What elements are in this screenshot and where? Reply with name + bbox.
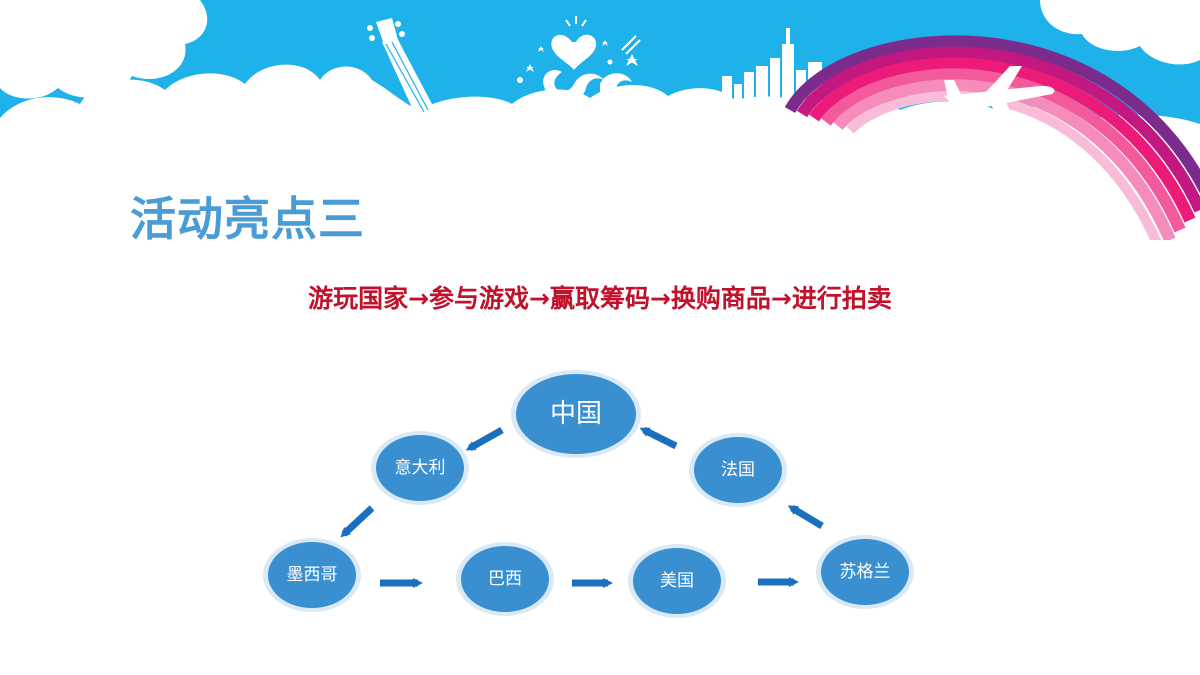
cloud-right [1040,0,1200,65]
node-circle [694,437,782,503]
node-label: 法国 [721,460,755,480]
arrow-scotland-to-france [787,504,824,530]
header-banner [0,0,1200,240]
node-circle [461,546,549,612]
guitar-icon [367,18,434,117]
node-circle [268,542,356,608]
node-circle [516,374,636,454]
arrow-china-to-italy [465,426,504,452]
arrow-france-to-china [639,426,678,450]
cloud-edge [0,64,1200,240]
node-circle [633,548,721,614]
heart-swirl-icon [517,16,641,102]
edges-layer [340,426,824,588]
airplane-icon [944,66,1055,124]
arrow-italy-to-mexico [340,505,375,538]
node-label: 墨西哥 [287,565,338,585]
node-label: 巴西 [488,569,522,589]
process-flow-text: 游玩国家→参与游戏→赢取筹码→换购商品→进行拍卖 [308,284,892,313]
node-label: 意大利 [395,458,446,478]
node-brazil: 巴西 [456,542,554,616]
node-italy: 意大利 [371,431,469,505]
node-label: 中国 [550,399,602,429]
node-label: 苏格兰 [840,562,891,582]
node-label: 美国 [660,571,694,591]
node-france: 法国 [689,433,787,507]
node-china: 中国 [511,370,641,458]
cloud-left [0,0,208,99]
node-circle [821,539,909,605]
node-circle [376,435,464,501]
node-scotland: 苏格兰 [816,535,914,609]
node-mexico: 墨西哥 [263,538,361,612]
slide-title: 活动亮点三 [130,192,365,246]
node-usa: 美国 [628,544,726,618]
